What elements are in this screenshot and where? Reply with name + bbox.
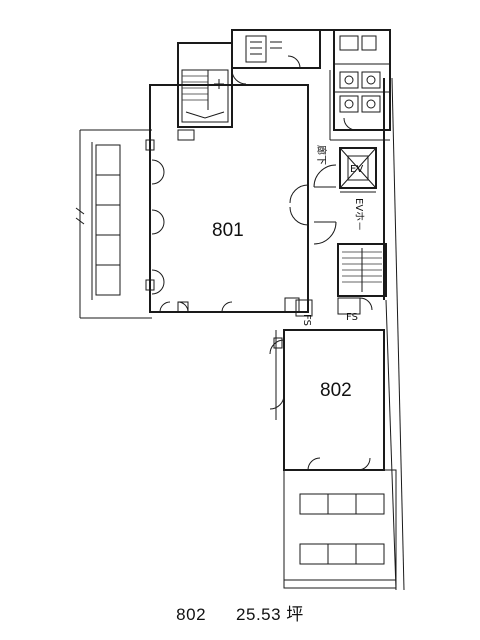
balcony-802 [283, 469, 397, 589]
corridor-label: 廊下 [315, 145, 328, 165]
balcony-801 [75, 129, 152, 319]
elevator-symbol: EV [350, 164, 363, 175]
fs-right-label: FS [346, 312, 358, 323]
corridor: 廊下 [307, 70, 337, 300]
elevator-hall-label: EVホ－ [353, 198, 365, 231]
fire-shutters: FS FS [295, 297, 373, 326]
caption-area: 25.53 坪 [236, 605, 304, 624]
room-label-802: 802 [320, 380, 352, 401]
room-label-801: 801 [212, 220, 244, 241]
fs-left-label: FS [301, 314, 312, 326]
caption-unit: 802 [176, 605, 207, 624]
unit-802: 802 [269, 329, 385, 471]
floor-caption: 802 25.53 坪 [0, 600, 480, 625]
stair-lower-right [337, 77, 405, 591]
service-core [231, 29, 391, 141]
elevator: EV EVホ－ [339, 147, 377, 231]
unit-801: 801 [145, 84, 309, 313]
